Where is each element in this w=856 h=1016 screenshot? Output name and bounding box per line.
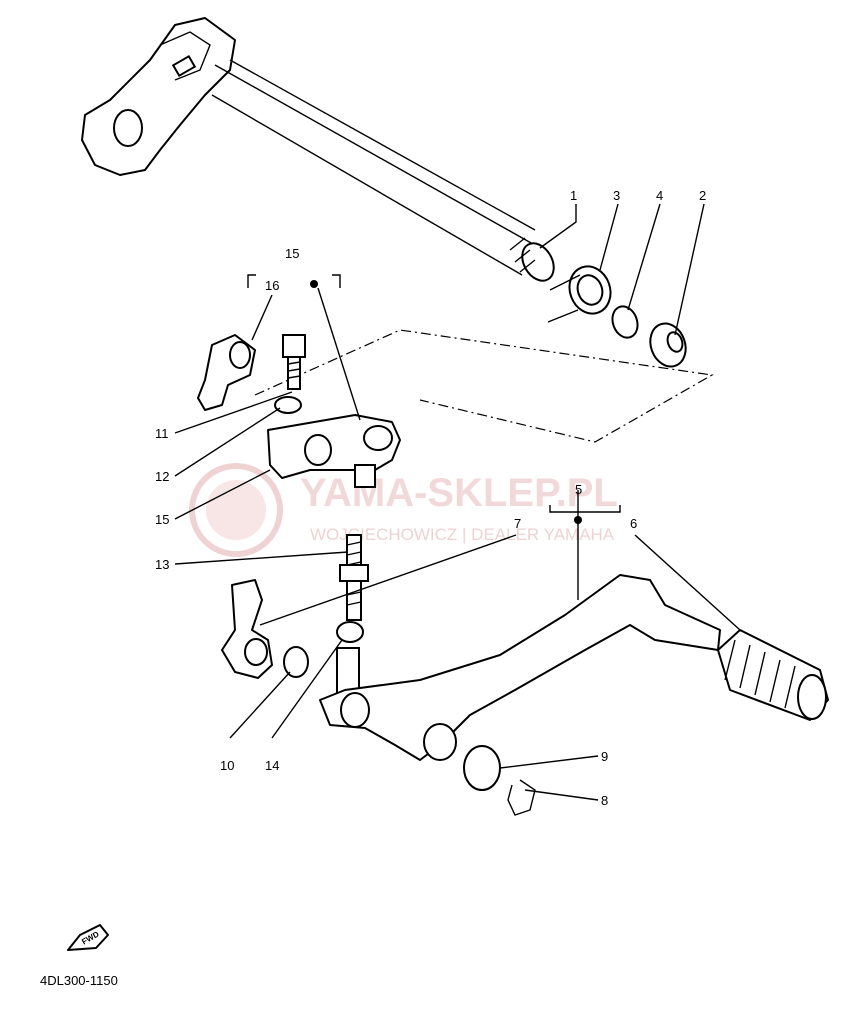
callout-9: 9	[601, 749, 608, 764]
shift-shaft	[81, 17, 555, 282]
callout-14: 14	[265, 758, 279, 773]
callout-15-top: 15	[285, 246, 299, 261]
bolt-part	[282, 334, 306, 390]
callout-5: 5	[575, 482, 582, 497]
circlip-part	[611, 305, 639, 339]
spring-part	[547, 265, 612, 323]
threaded-rod-part	[339, 534, 369, 621]
rod-end-part	[197, 334, 256, 411]
callout-13: 13	[155, 557, 169, 572]
pedal-washer-part	[463, 745, 501, 791]
watermark-title: YAMA-SKLEP.PL	[300, 471, 618, 515]
pedal-rubber-part	[717, 629, 829, 721]
shift-arm-part	[267, 414, 401, 488]
shift-pedal-part	[319, 574, 721, 761]
callout-12: 12	[155, 469, 169, 484]
callout-16: 16	[265, 278, 279, 293]
callout-11: 11	[155, 426, 169, 441]
bullet-marker-5	[574, 516, 582, 524]
callout-1: 1	[570, 188, 577, 203]
oil-seal-part	[649, 322, 687, 368]
callout-2: 2	[699, 188, 706, 203]
nut-part	[283, 646, 309, 678]
callout-7: 7	[514, 516, 521, 531]
lock-nut-part	[336, 621, 364, 701]
callout-3: 3	[613, 188, 620, 203]
watermark-subtitle: WOJCIECHOWICZ | DEALER YAMAHA	[310, 525, 615, 544]
diagram-code: 4DL300-1150	[40, 973, 118, 988]
callout-10: 10	[220, 758, 234, 773]
callout-8: 8	[601, 793, 608, 808]
callout-15-arm: 15	[155, 512, 169, 527]
bullet-marker-15	[310, 280, 318, 288]
assembly-outline	[254, 329, 714, 443]
leader-lines	[174, 203, 741, 801]
forward-arrow-icon: FWD	[67, 924, 109, 951]
callout-labels: 1 2 3 4 5 6 7 8 9 10 11 12 13 14 15 15 1…	[155, 188, 706, 808]
washer-part	[274, 396, 302, 414]
callout-4: 4	[656, 188, 663, 203]
pedal-circlip-part	[507, 779, 536, 816]
callout-6: 6	[630, 516, 637, 531]
watermark: YAMA-SKLEP.PL WOJCIECHOWICZ | DEALER YAM…	[189, 463, 618, 557]
rod-end-lower-part	[221, 579, 273, 679]
